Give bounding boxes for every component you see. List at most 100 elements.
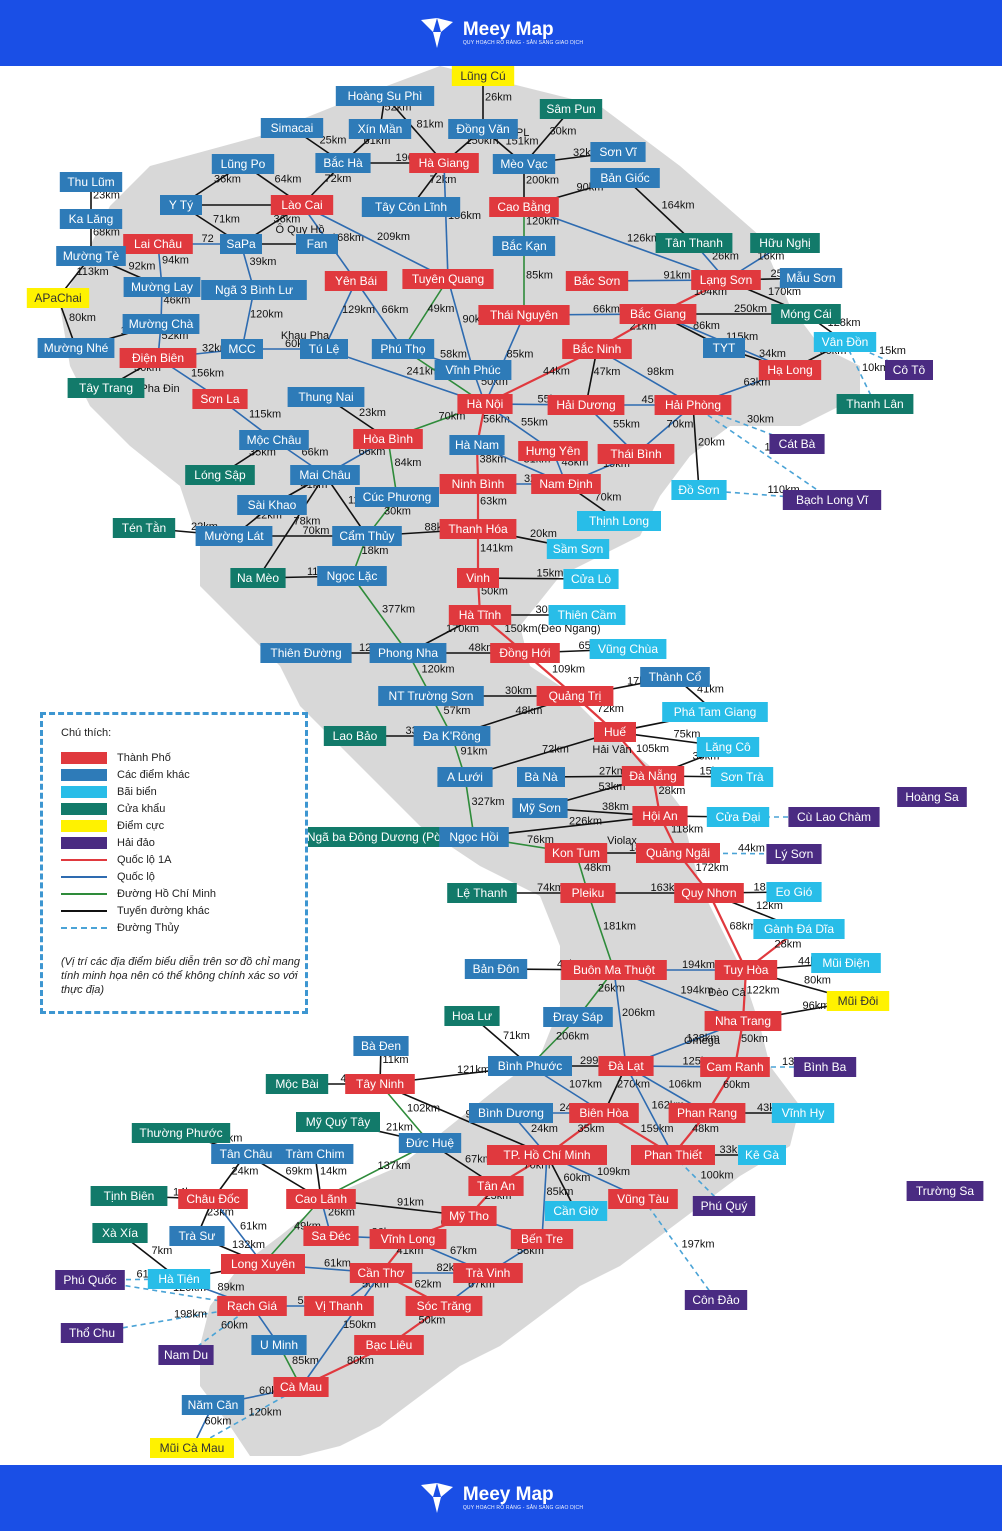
place-mauson[interactable]: Mẫu Sơn [779,268,843,288]
place-nameo[interactable]: Na Mèo [230,568,286,588]
place-ngoclac[interactable]: Ngọc Lặc [317,566,387,586]
place-bienhoa[interactable]: Biên Hòa [569,1103,639,1123]
place-vinhhy[interactable]: Vĩnh Hy [771,1103,835,1123]
place-lungcu[interactable]: Lũng Cú [451,66,515,86]
place-thienduong[interactable]: Thiên Đường [260,643,352,663]
place-phanrang[interactable]: Phan Rang [668,1103,746,1123]
place-thuongphuoc[interactable]: Thường Phước [131,1123,231,1143]
place-vungtau[interactable]: Vũng Tàu [608,1189,678,1209]
place-haiphong[interactable]: Hải Phòng [654,395,732,415]
place-hoabinh[interactable]: Hòa Bình [353,429,423,449]
place-longsap[interactable]: Lóng Sập [185,465,255,485]
place-tuyenquang[interactable]: Tuyên Quang [402,269,494,289]
place-tramchim[interactable]: Tràm Chim [276,1144,354,1164]
place-hungyen[interactable]: Hưng Yên [518,441,588,461]
place-mytho[interactable]: Mỹ Tho [441,1206,497,1226]
place-hoangsuphi[interactable]: Hoàng Su Phì [335,86,435,106]
place-lethanh[interactable]: Lệ Thanh [447,883,517,903]
place-danang[interactable]: Đà Nẵng [621,766,685,786]
place-tanan[interactable]: Tân An [468,1176,524,1196]
place-longxuyen[interactable]: Long Xuyên [221,1254,305,1274]
place-tyt[interactable]: TYT [703,338,745,358]
place-phuquy[interactable]: Phú Quý [692,1196,756,1216]
place-chaudoc[interactable]: Châu Đốc [178,1189,248,1209]
place-fan[interactable]: Fan [296,234,338,254]
place-muongcha[interactable]: Mường Chà [122,314,200,334]
place-binhphuoc[interactable]: Bình Phước [488,1056,572,1076]
place-thiencam[interactable]: Thiên Cầm [548,605,626,625]
place-backan[interactable]: Bắc Kạn [492,236,556,256]
place-vinhphuc[interactable]: Vĩnh Phúc [434,360,512,380]
place-tphcm[interactable]: TP. Hồ Chí Minh [487,1145,607,1165]
place-holu[interactable]: Hoa Lư [444,1006,500,1026]
place-donghoi[interactable]: Đồng Hới [490,643,560,663]
place-haiduong[interactable]: Hải Dương [547,395,625,415]
place-sontra[interactable]: Sơn Trà [710,767,774,787]
place-laocai[interactable]: Lào Cai [270,195,334,215]
place-hatinh[interactable]: Hà Tĩnh [448,605,512,625]
place-culaocham[interactable]: Cù Lao Chàm [788,807,880,827]
place-cualo[interactable]: Cửa Lò [563,569,619,589]
place-nttruongson[interactable]: NT Trường Sơn [378,686,484,706]
place-langson[interactable]: Lạng Sơn [691,270,761,290]
place-halong[interactable]: Hạ Long [758,360,822,380]
place-namdinh[interactable]: Nam Định [531,474,601,494]
place-cantho[interactable]: Cần Thơ [349,1263,413,1283]
place-soctrang[interactable]: Sóc Trăng [405,1296,483,1316]
place-thanhlan[interactable]: Thanh Lân [836,394,914,414]
place-binhduong[interactable]: Bình Dương [469,1103,553,1123]
place-hatien[interactable]: Hà Tiên [147,1269,211,1289]
place-coto[interactable]: Cô Tô [885,360,933,380]
place-muongte[interactable]: Mường Tè [56,246,126,266]
place-caolanh[interactable]: Cao Lãnh [286,1189,356,1209]
place-sadec[interactable]: Sa Đéc [303,1226,359,1246]
place-tinhbien[interactable]: Tịnh Biên [90,1186,168,1206]
place-sapa[interactable]: SaPa [220,234,262,254]
place-baden[interactable]: Bà Đen [353,1036,409,1056]
place-bacgiang[interactable]: Bắc Giang [619,304,697,324]
place-thanhco[interactable]: Thành Cổ [640,667,710,687]
place-cucphuong[interactable]: Cúc Phương [355,487,439,507]
place-dalat[interactable]: Đà Lạt [598,1056,654,1076]
place-muidoi[interactable]: Mũi Đôi [826,991,890,1011]
place-camau[interactable]: Cà Mau [273,1377,329,1397]
place-mocchau[interactable]: Mộc Châu [239,430,309,450]
place-bentre[interactable]: Bến Tre [510,1229,574,1249]
place-cangio[interactable]: Cần Giờ [544,1201,608,1221]
place-bacson[interactable]: Bắc Sơn [565,271,629,291]
place-vandon[interactable]: Vân Đồn [813,332,877,352]
place-bangiac[interactable]: Bản Giốc [590,168,660,188]
place-travinh[interactable]: Trà Vinh [453,1263,523,1283]
place-phuquoc[interactable]: Phú Quốc [55,1270,125,1290]
place-thungnai[interactable]: Thung Nai [287,387,365,407]
place-hanoi[interactable]: Hà Nội [457,394,513,414]
place-namdu[interactable]: Nam Du [158,1345,214,1365]
place-cuadai[interactable]: Cửa Đại [706,807,770,827]
place-xinman[interactable]: Xín Mần [348,119,412,139]
place-tayninh[interactable]: Tây Ninh [345,1074,415,1094]
place-dongvan[interactable]: Đồng Văn [448,119,518,139]
place-thulum[interactable]: Thu Lũm [59,172,123,192]
place-muonglay[interactable]: Mường Lay [123,277,201,297]
place-lungpo[interactable]: Lũng Po [211,154,275,174]
place-maichau[interactable]: Mai Châu [290,465,360,485]
place-ngabadongduong[interactable]: Ngã ba Đông Dương (Pờ Y) [289,827,475,847]
place-hoangsa[interactable]: Hoàng Sa [897,787,967,807]
place-dakrong[interactable]: Đa K'Rông [413,726,491,746]
place-saikhao[interactable]: Sài Khao [237,495,307,515]
place-nga3binhlu[interactable]: Ngã 3 Bình Lư [201,280,307,300]
place-aluoi[interactable]: A Lưới [437,767,493,787]
place-samson[interactable]: Sầm Sơn [546,539,610,559]
place-vungchua[interactable]: Vũng Chùa [589,639,667,659]
place-hue[interactable]: Huế [594,722,636,742]
place-uminh[interactable]: U Minh [251,1335,307,1355]
place-mongcai[interactable]: Móng Cái [771,304,841,324]
place-eogio[interactable]: Eo Gió [766,882,822,902]
place-catba[interactable]: Cát Bà [769,434,825,454]
place-kalang[interactable]: Ka Lăng [59,209,123,229]
place-tentan[interactable]: Tén Tằn [112,518,176,538]
place-tuyhoa[interactable]: Tuy Hòa [714,960,778,980]
place-camthuy[interactable]: Cẩm Thủy [332,526,402,546]
place-trasu[interactable]: Trà Sư [169,1226,225,1246]
place-apachai[interactable]: APaChai [26,288,90,308]
